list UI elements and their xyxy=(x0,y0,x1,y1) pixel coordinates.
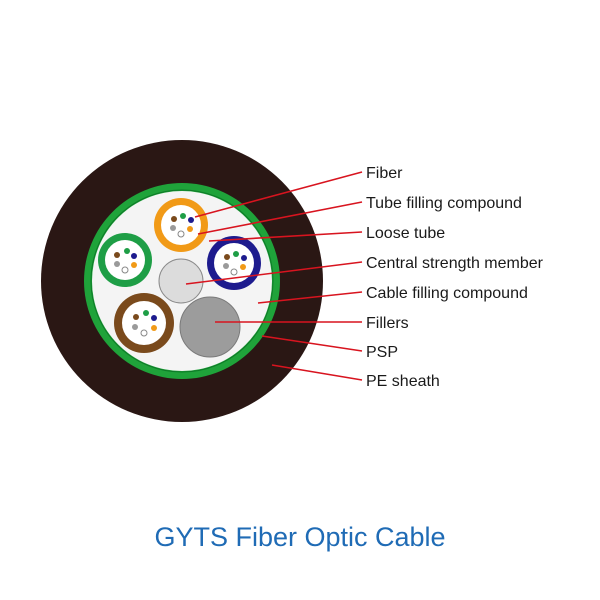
central-strength-member xyxy=(158,258,204,304)
label-loose-tube: Loose tube xyxy=(366,225,445,242)
leader-loose-tube xyxy=(208,231,363,242)
leader-central-strength-member xyxy=(185,261,363,285)
leader-cable-filling-compound xyxy=(257,291,363,304)
leader-pe-sheath xyxy=(271,364,363,381)
loose-tube-orange xyxy=(154,198,208,252)
label-fiber: Fiber xyxy=(366,165,403,182)
loose-tube-blue xyxy=(207,236,261,290)
label-cable-filling-compound: Cable filling compound xyxy=(366,285,528,302)
loose-tube-green xyxy=(98,233,152,287)
leader-tube-filling-compound xyxy=(197,201,363,235)
label-central-strength-member: Central strength member xyxy=(366,255,544,272)
label-tube-filling-compound: Tube filling compound xyxy=(366,195,522,212)
label-psp: PSP xyxy=(366,344,398,361)
leader-lines xyxy=(185,171,363,381)
leader-fiber xyxy=(194,171,363,218)
label-pe-sheath: PE sheath xyxy=(366,373,440,390)
psp-inner-edge xyxy=(90,189,274,373)
loose-tube-brown xyxy=(114,293,174,353)
diagram-title: GYTS Fiber Optic Cable xyxy=(154,522,446,552)
filler xyxy=(179,296,241,358)
label-fillers: Fillers xyxy=(366,315,409,332)
leader-psp xyxy=(261,335,363,352)
